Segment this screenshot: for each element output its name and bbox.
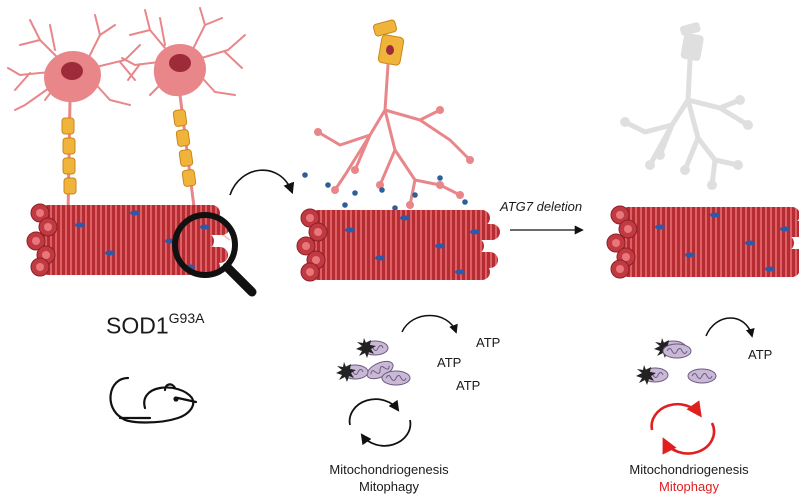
neuron-right: [121, 7, 246, 256]
mitophagy-label-mid: Mitophagy: [359, 479, 419, 494]
cycle-arrows-icon-impaired: [650, 400, 716, 455]
faded-neuron: [620, 22, 753, 190]
curved-arrow-icon: [229, 169, 295, 196]
mitochondrion-3: [662, 343, 692, 359]
mitochondrion-2: [381, 370, 411, 386]
magnifier-icon: [172, 212, 257, 297]
cycle-arrows-icon-normal: [348, 398, 412, 447]
neuron-left: [7, 14, 141, 256]
mouse-icon: [109, 376, 198, 424]
curved-arrow-icon-mid: [401, 314, 458, 334]
model-label: SOD1G93A: [106, 310, 205, 340]
atg7-deletion-label: ATG7 deletion: [500, 199, 583, 214]
atp-label-1: ATP: [476, 335, 501, 350]
mitochondrion-damaged-2: [335, 361, 369, 383]
model-superscript: G93A: [168, 310, 205, 326]
model-name: SOD1: [106, 312, 169, 339]
muscle-fiber-right: [606, 205, 799, 279]
mitochondrion-4: [687, 368, 717, 384]
denervating-neuron: [314, 19, 474, 209]
mitochondrion-damaged-1: [355, 337, 389, 359]
released-molecules: [302, 172, 468, 211]
mitochondrion-damaged-4: [635, 364, 669, 386]
muscle-fiber-middle: [296, 208, 501, 282]
mitophagy-label-right-impaired: Mitophagy: [659, 479, 719, 494]
mitochondriogenesis-label-mid: Mitochondriogenesis: [329, 462, 449, 477]
mitochondriogenesis-label-right: Mitochondriogenesis: [629, 462, 749, 477]
curved-arrow-icon-right: [705, 317, 755, 338]
atp-label-3: ATP: [456, 378, 481, 393]
atp-label-2: ATP: [437, 355, 462, 370]
atp-label-4: ATP: [748, 347, 773, 362]
